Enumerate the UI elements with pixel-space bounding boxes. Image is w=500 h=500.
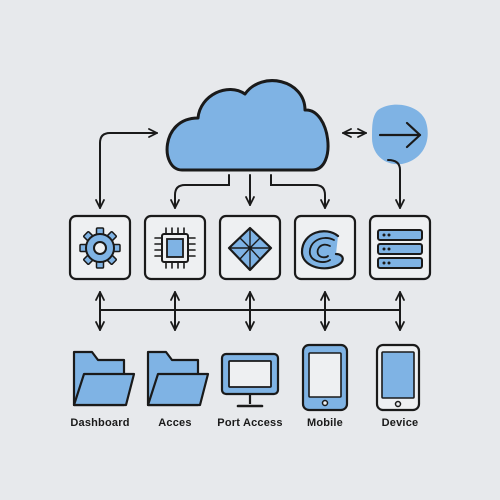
tablet-icon <box>375 343 421 412</box>
endpoint-label-dashboard: Dashboard <box>70 417 130 429</box>
service-tile-wave <box>293 214 357 281</box>
cloud-icon <box>165 79 330 172</box>
gear-icon <box>79 227 121 269</box>
cloud-connectors <box>95 128 405 209</box>
endpoint-label-acces: Acces <box>158 417 192 429</box>
wave-icon <box>300 230 344 270</box>
folder-icon <box>72 350 136 407</box>
monitor-icon <box>220 352 280 408</box>
endpoint-label-device: Device <box>381 417 419 429</box>
service-tile-server <box>368 214 432 281</box>
mobile-phone-icon <box>301 343 349 412</box>
arrow-right-icon <box>372 104 428 165</box>
service-tile-chip <box>143 214 207 281</box>
chip-icon <box>154 227 196 269</box>
endpoint-connectors <box>95 291 405 331</box>
endpoint-label-mobile: Mobile <box>306 417 344 429</box>
endpoint-label-port-access: Port Access <box>217 417 283 429</box>
diamond-icon <box>227 226 273 272</box>
service-tile-diamond <box>218 214 282 281</box>
service-tile-gear <box>68 214 132 281</box>
folder-icon <box>146 350 210 407</box>
server-icon <box>377 229 423 269</box>
